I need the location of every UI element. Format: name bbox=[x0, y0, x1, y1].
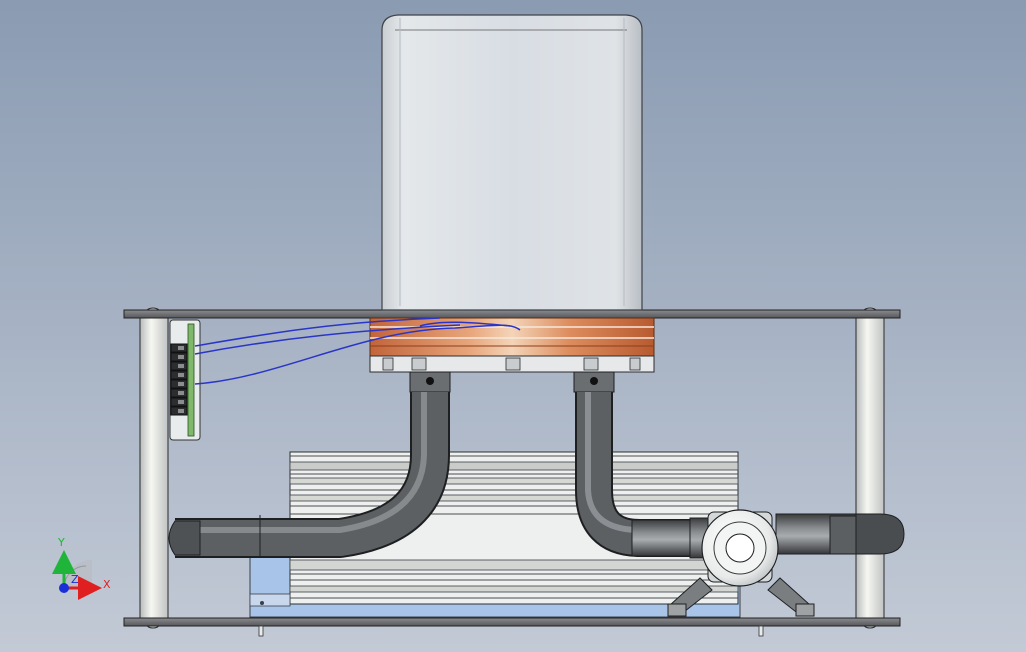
z-axis-label: Z bbox=[71, 573, 79, 586]
z-axis-dot bbox=[59, 583, 69, 593]
terminal-screw-head bbox=[178, 364, 184, 368]
coordinate-triad: X Y Z bbox=[52, 536, 111, 600]
terminal-screw-head bbox=[178, 409, 184, 413]
left-standoff[interactable] bbox=[139, 307, 169, 629]
terminal-screw-head bbox=[178, 346, 184, 350]
terminal-screw-head bbox=[178, 391, 184, 395]
pump-housing[interactable] bbox=[701, 509, 779, 587]
x-axis-label: X bbox=[103, 578, 111, 591]
bottom-mounting-plate[interactable] bbox=[123, 617, 901, 637]
right-standoff[interactable] bbox=[855, 307, 885, 629]
terminal-board[interactable] bbox=[169, 319, 201, 441]
left-coolant-tube[interactable] bbox=[168, 371, 451, 558]
terminal-screw-head bbox=[178, 400, 184, 404]
reservoir-tank[interactable] bbox=[381, 14, 643, 311]
terminal-screw-head bbox=[178, 382, 184, 386]
pump-bracket[interactable] bbox=[667, 577, 815, 617]
y-axis-label: Y bbox=[57, 536, 65, 549]
signal-wires bbox=[194, 317, 521, 385]
terminal-screw-head bbox=[178, 373, 184, 377]
top-mounting-plate[interactable] bbox=[123, 309, 901, 319]
right-coolant-tube[interactable] bbox=[573, 371, 905, 559]
copper-cold-plate[interactable] bbox=[369, 317, 655, 373]
terminal-screw-head bbox=[178, 355, 184, 359]
